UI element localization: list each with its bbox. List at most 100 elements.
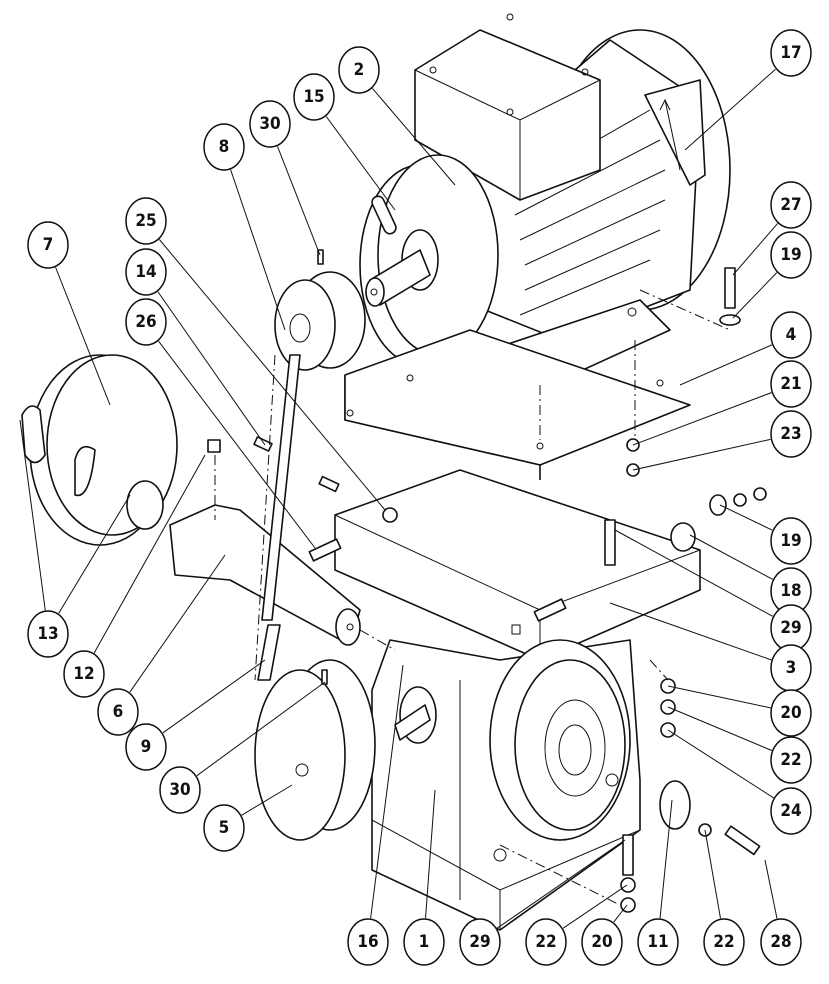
callout-22: 22: [667, 706, 812, 784]
callout-number: 30: [169, 780, 190, 800]
callout-number: 21: [780, 374, 801, 394]
callout-8: 8: [203, 123, 286, 331]
leader-line: [496, 839, 626, 929]
leader-line: [689, 534, 773, 580]
callout-25: 25: [125, 197, 386, 511]
electric-motor: [359, 13, 731, 386]
leader-line: [325, 116, 396, 211]
callout-bubble: [125, 723, 167, 771]
callout-bubble: [770, 311, 812, 359]
leader-line: [719, 504, 773, 531]
callout-number: 3: [786, 658, 797, 678]
callout-number: 22: [535, 932, 556, 952]
leader-line: [562, 884, 628, 929]
callout-bubble: [770, 689, 812, 737]
callout-bubble: [581, 918, 623, 966]
callout-bubble: [770, 410, 812, 458]
callout-11: 11: [637, 799, 679, 966]
callout-bubble: [770, 736, 812, 784]
callout-number: 17: [780, 43, 801, 63]
callout-20: 20: [667, 685, 812, 737]
callout-bubble: [770, 231, 812, 279]
callout-13: 13: [19, 419, 131, 658]
leader-line: [684, 68, 776, 151]
callout-number: 1: [419, 932, 430, 952]
callout-4: 4: [679, 311, 812, 386]
leader-line: [93, 454, 206, 654]
leader-line: [58, 494, 131, 614]
callout-bubble: [125, 248, 167, 296]
leader-line: [764, 859, 778, 919]
leader-line: [158, 239, 386, 511]
callout-18: 18: [689, 534, 812, 615]
leader-line: [196, 681, 326, 777]
leader-line: [732, 272, 778, 319]
intermediate-shaft: [169, 436, 361, 646]
bracket-plate: [334, 469, 701, 661]
callout-30: 30: [249, 100, 321, 256]
callout-number: 28: [770, 932, 791, 952]
callout-number: 19: [780, 531, 801, 551]
callout-bubble: [203, 804, 245, 852]
callout-number: 13: [37, 624, 58, 644]
callout-1: 1: [403, 789, 445, 966]
callout-number: 29: [469, 932, 490, 952]
callout-number: 19: [780, 245, 801, 265]
callout-number: 20: [780, 703, 801, 723]
callout-22: 22: [703, 829, 745, 966]
leader-line: [158, 340, 316, 549]
callout-12: 12: [63, 454, 206, 698]
callout-number: 25: [135, 211, 156, 231]
callout-bubble: [338, 46, 380, 94]
leader-line: [614, 529, 773, 617]
callout-7: 7: [27, 221, 111, 406]
leader-line: [162, 659, 266, 734]
callout-number: 23: [780, 424, 801, 444]
callout-6: 6: [97, 554, 226, 736]
callout-5: 5: [203, 784, 293, 852]
callout-23: 23: [632, 410, 812, 471]
pulleys-and-belt: [254, 249, 376, 841]
callout-bubble: [525, 918, 567, 966]
callout-number: 26: [135, 312, 156, 332]
leader-line: [667, 706, 772, 751]
leader-line: [704, 829, 721, 919]
callout-number: 22: [780, 750, 801, 770]
callout-number: 5: [219, 818, 230, 838]
callout-15: 15: [293, 73, 396, 211]
callout-number: 27: [780, 195, 801, 215]
callout-bubble: [293, 73, 335, 121]
leader-line: [372, 88, 456, 186]
callout-bubble: [637, 918, 679, 966]
callout-number: 11: [647, 932, 668, 952]
callout-21: 21: [632, 360, 812, 446]
leader-line: [609, 602, 772, 661]
callout-number: 12: [73, 664, 94, 684]
fasteners: [308, 267, 767, 913]
callout-number: 18: [780, 581, 801, 601]
callout-bubble: [347, 918, 389, 966]
callout-bubble: [403, 918, 445, 966]
leader-line: [732, 223, 778, 276]
leader-line: [632, 438, 771, 471]
callout-17: 17: [684, 29, 812, 151]
callout-number: 30: [259, 114, 280, 134]
gearbox: [371, 639, 641, 931]
leader-line: [230, 169, 286, 331]
callout-19: 19: [719, 504, 812, 565]
callout-bubble: [63, 650, 105, 698]
leader-line: [613, 904, 628, 923]
callout-number: 7: [43, 235, 54, 255]
callout-29: 29: [614, 529, 812, 652]
callout-bubble: [703, 918, 745, 966]
leader-line: [370, 664, 404, 919]
leader-line: [425, 789, 436, 919]
callout-bubble: [770, 29, 812, 77]
leader-line: [157, 291, 266, 446]
callout-2: 2: [338, 46, 456, 186]
belt-guard-cover: [21, 354, 178, 546]
leader-line: [19, 419, 46, 611]
callout-bubble: [97, 688, 139, 736]
callout-bubble: [249, 100, 291, 148]
